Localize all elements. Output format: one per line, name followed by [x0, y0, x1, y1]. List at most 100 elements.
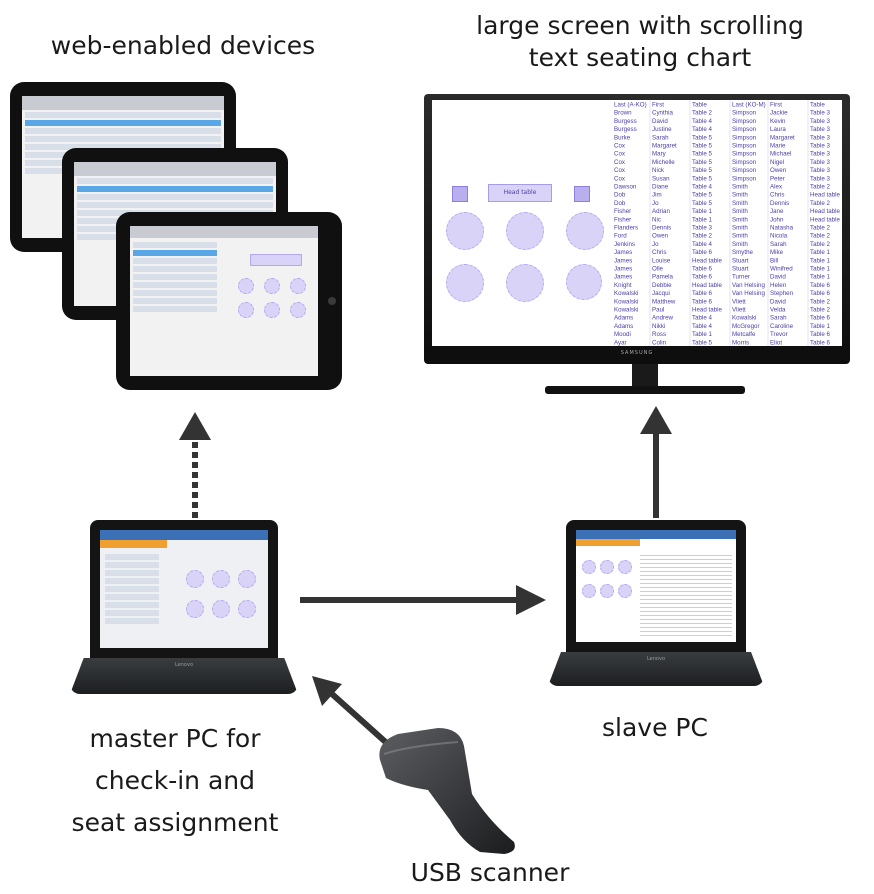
tv-stand-base [545, 386, 745, 394]
chart-cell: Simpson [732, 134, 757, 141]
usb-scanner [379, 728, 515, 854]
chart-cell: James [614, 274, 632, 281]
chart-cell: Smith [732, 233, 748, 240]
tablet-front [116, 212, 342, 390]
chart-cell: Simpson [732, 118, 757, 125]
chart-cell: Winifred [770, 266, 793, 273]
chart-cell: Table 3 [810, 134, 831, 141]
chart-cell: Table 5 [692, 175, 713, 182]
chart-cell: Smith [732, 241, 748, 248]
chart-cell: Adrian [652, 208, 670, 215]
chart-cell: Table 2 [810, 298, 831, 305]
chart-cell: Table 6 [692, 290, 713, 297]
chart-cell: Smith [732, 216, 748, 223]
chart-cell: Kowalski [614, 307, 638, 314]
slave-laptop-brand: Lenovo [646, 656, 666, 662]
chart-header-4: First [770, 102, 782, 109]
chart-cell: Dob [614, 192, 626, 199]
chart-cell: Michael [770, 151, 791, 158]
table-4 [446, 264, 484, 302]
chart-cell: Eliot [770, 339, 782, 346]
chart-cell: Nic [652, 216, 661, 223]
chart-cell: Table 6 [810, 290, 831, 297]
chart-header-0: Last (A-KO) [614, 102, 647, 109]
chart-cell: Fisher [614, 216, 631, 223]
chart-cell: Dawson [614, 184, 637, 191]
chart-cell: Table 4 [692, 315, 713, 322]
chart-cell: Head table [692, 282, 722, 289]
chart-cell: Morris [732, 339, 749, 346]
chart-cell: Table 3 [692, 225, 713, 232]
chart-cell: Debbie [652, 282, 672, 289]
chart-cell: Table 6 [692, 249, 713, 256]
chart-cell: David [770, 298, 786, 305]
chart-cell: Table 2 [810, 225, 831, 232]
chart-cell: Dennis [770, 200, 789, 207]
master-laptop-screen [100, 530, 268, 648]
large-screen-label-line2: text seating chart [528, 43, 752, 72]
chart-cell: Ford [614, 233, 627, 240]
chart-cell: David [770, 274, 786, 281]
chart-cell: Matthew [652, 298, 676, 305]
chart-cell: Table 2 [692, 233, 713, 240]
chart-cell: Sarah [770, 315, 787, 322]
chart-cell: Metcalfe [732, 331, 756, 338]
table-6 [566, 264, 602, 300]
chart-cell: Head table [692, 307, 722, 314]
arrow-master-to-slave [300, 585, 546, 615]
chart-header-2: Table [692, 102, 707, 109]
chart-cell: Table 3 [810, 118, 831, 125]
chart-cell: Table 3 [810, 151, 831, 158]
chart-cell: Simpson [732, 143, 757, 150]
chart-cell: James [614, 257, 632, 264]
chart-cell: Helen [770, 282, 787, 289]
web-devices-label: web-enabled devices [50, 31, 316, 60]
chart-cell: Jo [652, 241, 659, 248]
chart-cell: Table 5 [692, 200, 713, 207]
chart-cell: Simpson [732, 151, 757, 158]
chart-cell: Smythe [732, 249, 754, 256]
chart-cell: Table 1 [810, 274, 831, 281]
chart-cell: Nicola [770, 233, 788, 240]
chart-cell: Mike [770, 249, 784, 256]
chart-cell: Table 5 [692, 339, 713, 346]
chart-cell: Table 3 [810, 159, 831, 166]
chart-cell: Peter [770, 175, 785, 182]
chart-cell: Fisher [614, 208, 631, 215]
table-5 [506, 264, 544, 302]
chart-cell: Kowalski [732, 315, 756, 322]
chart-cell: Table 5 [692, 151, 713, 158]
chart-cell: Head table [692, 257, 722, 264]
chart-cell: Table 3 [810, 175, 831, 182]
chart-cell: Table 6 [810, 282, 831, 289]
chart-cell: Cox [614, 175, 626, 182]
master-pc-label-line2: check-in and [95, 766, 255, 795]
chart-cell: Table 3 [810, 126, 831, 133]
chart-cell: Table 2 [810, 307, 831, 314]
chart-cell: Table 6 [692, 298, 713, 305]
chart-cell: Table 2 [810, 233, 831, 240]
chart-cell: Dob [614, 200, 626, 207]
master-pc-label: master PC for check-in and seat assignme… [40, 718, 310, 844]
chart-cell: Colin [652, 339, 667, 346]
chart-cell: Vliett [732, 298, 746, 305]
table-1 [446, 212, 484, 250]
chart-cell: Stephen [770, 290, 794, 297]
chart-cell: Justine [652, 126, 672, 133]
chart-cell: Cynthia [652, 110, 674, 117]
large-screen-label: large screen with scrolling text seating… [430, 10, 850, 74]
chart-cell: Table 4 [692, 323, 713, 330]
chart-cell: Adams [614, 323, 633, 330]
chart-cell: Simpson [732, 126, 757, 133]
usb-scanner-label: USB scanner [410, 858, 570, 887]
chart-cell: Vliett [732, 307, 746, 314]
dotted-arrow-up [179, 412, 211, 518]
chart-cell: Head table [810, 216, 840, 223]
chart-cell: Table 6 [810, 315, 831, 322]
master-laptop-brand: Lenovo [174, 662, 194, 668]
chart-cell: Table 2 [810, 200, 831, 207]
chart-cell: Table 3 [810, 143, 831, 150]
chart-cell: Jacqui [652, 290, 670, 297]
